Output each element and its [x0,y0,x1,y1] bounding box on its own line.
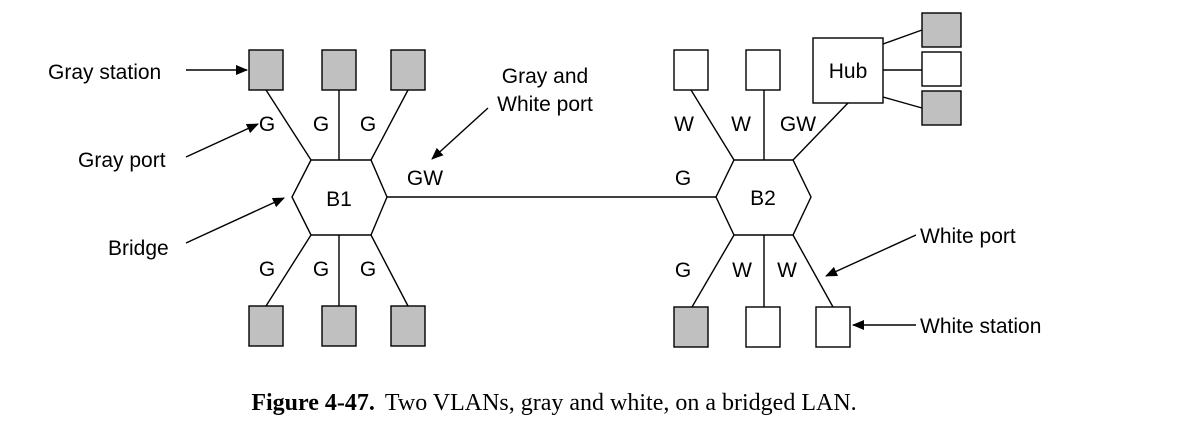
arrow-gray-port [185,123,259,158]
b2-link-bottom-1 [691,234,735,308]
b2-port-top-2: W [731,113,751,136]
hub-link-3 [882,96,923,109]
arrow-gray-white-port [431,107,489,160]
arrow-white-port [825,234,917,277]
b1-port-trunk: GW [407,167,443,190]
b1-port-top-3: G [360,113,376,136]
hub-station-1 [921,12,962,48]
b1-station-bottom-3 [390,305,426,347]
bridge-b1 [291,159,388,236]
b1-port-top-2: G [313,113,329,136]
b1-port-top-1: G [259,113,275,136]
bridge-b2 [715,159,812,236]
b2-station-bottom-1 [673,306,709,348]
b1-link-bottom-3 [370,234,409,307]
b1-link-top-1 [265,89,312,161]
callout-gray-station: Gray station [48,61,161,84]
b1-station-top-3 [390,49,426,91]
b2-port-bottom-2: W [732,259,752,282]
b2-station-bottom-3 [815,306,851,348]
callout-white-station: White station [920,315,1041,338]
hub-box [812,37,884,104]
hub-label: Hub [829,60,868,83]
hub-station-2 [921,51,962,87]
b1-port-bottom-2: G [313,258,329,281]
figure-caption-text: Two VLANs, gray and white, on a bridged … [384,390,857,416]
b1-station-top-1 [248,49,284,91]
b1-port-bottom-1: G [259,258,275,281]
callout-bridge: Bridge [108,237,169,260]
b2-port-top-1: W [674,113,694,136]
b1-station-bottom-2 [321,305,357,347]
figure-number: Figure 4-47. [251,390,375,416]
b1-port-bottom-3: G [360,258,376,281]
b2-port-bottom-3: W [777,259,797,282]
b1-station-bottom-1 [248,305,284,347]
callout-gray-white-port-line1: Gray and [502,65,588,88]
b2-station-top-2 [745,49,781,91]
b1-link-bottom-1 [265,234,312,307]
b1-link-top-3 [370,89,409,161]
b2-port-bottom-1: G [675,259,691,282]
b2-port-top-3: GW [780,113,816,136]
bridge-b2-label: B2 [750,187,776,210]
hub-link-1 [882,29,923,45]
b2-link-top-1 [690,89,735,161]
hub-station-3 [921,90,962,126]
callout-gray-port: Gray port [78,149,166,172]
b2-station-top-1 [673,49,709,91]
callout-gray-white-port-line2: White port [497,93,593,116]
b2-station-bottom-2 [745,306,781,348]
figure-caption: Figure 4-47. Two VLANs, gray and white, o… [0,390,1108,417]
b2-link-bottom-3 [792,234,834,308]
callout-white-port: White port [920,225,1016,248]
bridge-b1-label: B1 [326,188,352,211]
b1-station-top-2 [321,49,357,91]
arrow-bridge [185,197,285,244]
b2-link-hub [792,102,849,161]
b2-port-trunk: G [675,167,691,190]
